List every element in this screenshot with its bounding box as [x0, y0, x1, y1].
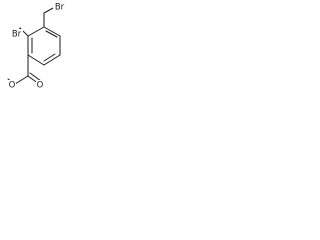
ring-double-bond-top-right	[45, 30, 58, 38]
ester-oxygen-label: O	[9, 81, 16, 91]
bromine-left-label-bg	[10, 29, 23, 39]
carbonyl-oxygen-label: O	[37, 81, 44, 91]
ring-bond-1	[43, 26, 61, 37]
carbonyl-oxygen-label-bg	[36, 80, 44, 90]
bromine-top-label: Br	[55, 3, 65, 13]
bromine-left-label: Br	[12, 30, 22, 40]
bromine-top-label-bg	[53, 2, 66, 12]
ester-oxygen-label-bg	[8, 80, 16, 90]
molecule-drawing: Br Br O O	[7, 2, 66, 91]
ring-bond-4	[27, 54, 45, 66]
ring-bond-3	[43, 54, 61, 66]
chemical-structure-canvas: Br Br O O	[0, 0, 85, 116]
carbonyl-double-bond-2	[29, 72, 42, 82]
ester-oxygen-bond	[14, 75, 29, 85]
ring-bond-6	[27, 26, 45, 37]
ring-double-bond-bottom	[43, 53, 56, 62]
